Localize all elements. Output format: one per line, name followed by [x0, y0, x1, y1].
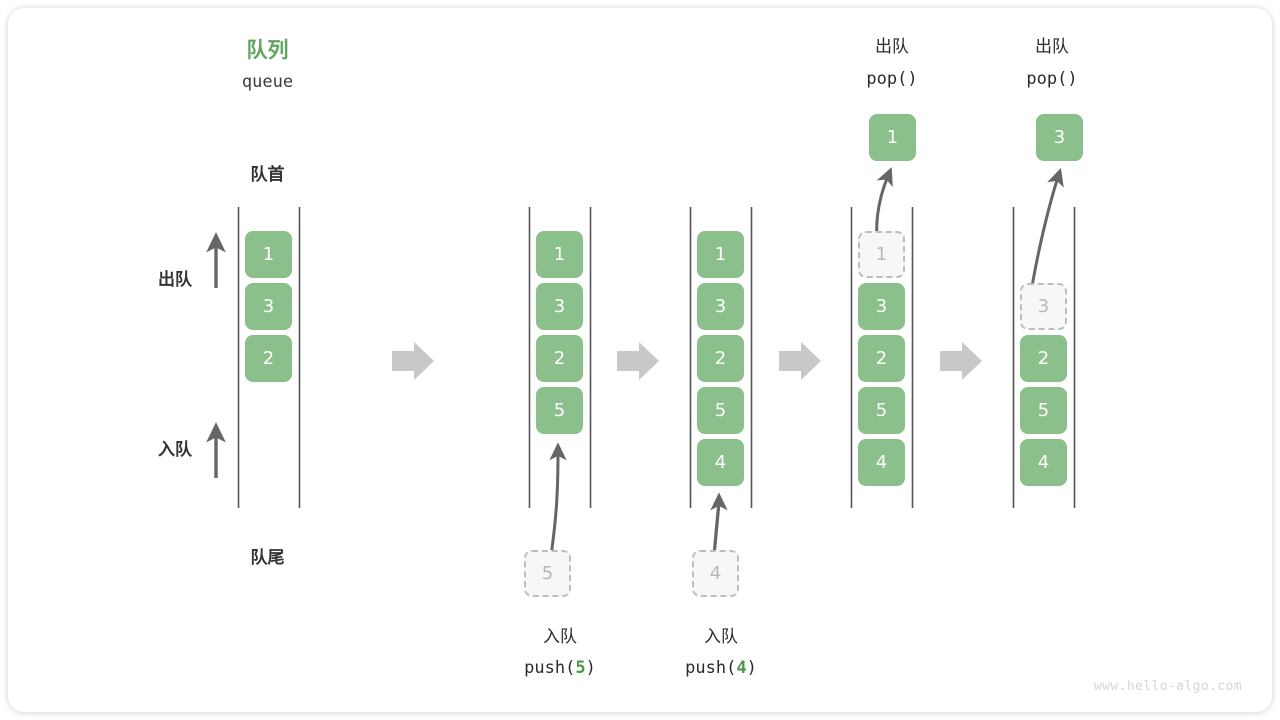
push4-arg: 4 — [736, 658, 747, 678]
push5-suffix: ) — [585, 658, 596, 678]
queue-item-ghost[interactable]: 3 — [1020, 283, 1067, 330]
push4-suffix: ) — [746, 658, 757, 678]
caption-code-push-5: push(5) — [490, 658, 630, 678]
front-label: 队首 — [250, 165, 285, 185]
popped-item[interactable]: 3 — [1036, 114, 1083, 161]
push5-prefix: push( — [524, 658, 576, 678]
queue-item[interactable]: 5 — [697, 387, 744, 434]
push5-arg: 5 — [575, 658, 586, 678]
queue-item[interactable]: 2 — [1020, 335, 1067, 382]
header-cn-pop-1: 出队 — [875, 37, 909, 57]
watermark: www.hello-algo.com — [1093, 679, 1242, 694]
queue-item[interactable]: 5 — [536, 387, 583, 434]
queue-item[interactable]: 4 — [1020, 439, 1067, 486]
queue-item[interactable]: 1 — [245, 231, 292, 278]
queue-item[interactable]: 2 — [536, 335, 583, 382]
queue-item[interactable]: 3 — [536, 283, 583, 330]
queue-item-ghost[interactable]: 1 — [858, 231, 905, 278]
dequeue-label: 出队 — [158, 270, 192, 290]
caption-code-push-4: push(4) — [651, 658, 791, 678]
header-cn-pop-3: 出队 — [1035, 37, 1069, 57]
caption-cn-push-4: 入队 — [704, 627, 738, 647]
header-code-pop-1: pop() — [866, 69, 918, 89]
queue-item[interactable]: 2 — [858, 335, 905, 382]
header-code-pop-3: pop() — [1026, 69, 1078, 89]
queue-item[interactable]: 4 — [858, 439, 905, 486]
queue-title-en: queue — [241, 72, 294, 92]
queue-item[interactable]: 1 — [536, 231, 583, 278]
queue-item[interactable]: 2 — [245, 335, 292, 382]
enqueue-label: 入队 — [158, 440, 192, 460]
caption-cn-push-5: 入队 — [543, 627, 577, 647]
queue-item[interactable]: 4 — [697, 439, 744, 486]
rear-label: 队尾 — [250, 548, 285, 568]
push4-prefix: push( — [685, 658, 737, 678]
incoming-item-ghost[interactable]: 4 — [692, 550, 739, 597]
queue-item[interactable]: 5 — [1020, 387, 1067, 434]
queue-item[interactable]: 5 — [858, 387, 905, 434]
incoming-item-ghost[interactable]: 5 — [524, 550, 571, 597]
queue-item[interactable]: 3 — [245, 283, 292, 330]
queue-item[interactable]: 3 — [858, 283, 905, 330]
popped-item[interactable]: 1 — [869, 114, 916, 161]
queue-title-cn: 队列 — [246, 38, 289, 62]
queue-item[interactable]: 3 — [697, 283, 744, 330]
queue-item[interactable]: 2 — [697, 335, 744, 382]
queue-item[interactable]: 1 — [697, 231, 744, 278]
